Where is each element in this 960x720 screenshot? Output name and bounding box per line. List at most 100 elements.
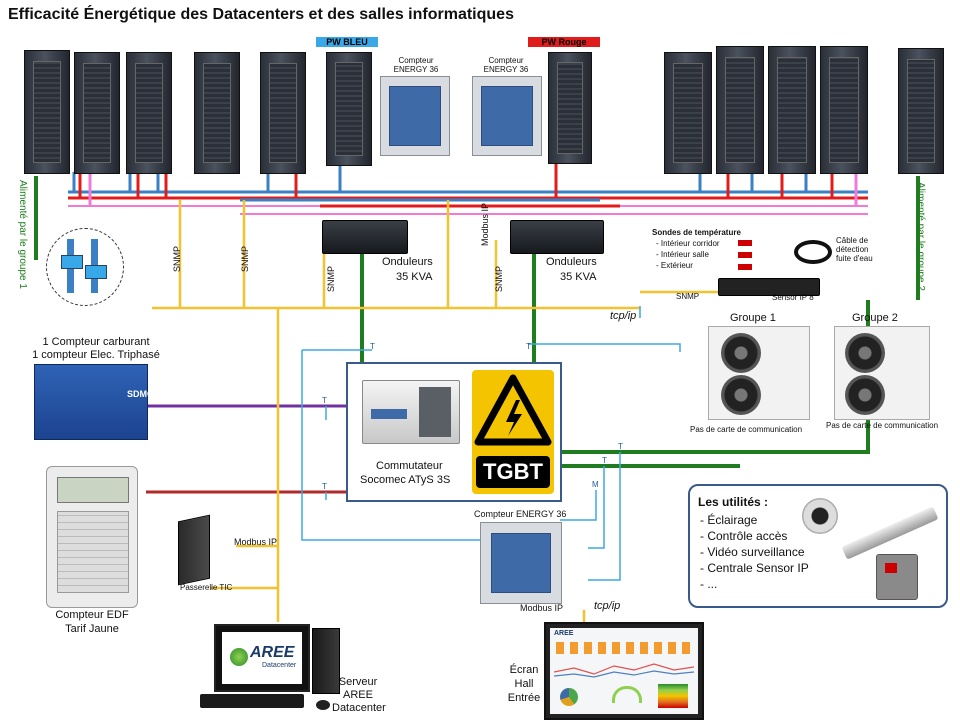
ecran-line2: Hall [514,678,534,690]
modbus-ip-label-bottom: Modbus IP [520,603,564,613]
serveur-line1: Serveur [338,676,378,688]
high-voltage-icon [474,374,552,446]
onduleur-1-kva: 35 KVA [396,271,433,283]
utilites-title: Les utilités : [698,495,769,509]
marker-t-3: T [322,396,327,405]
server-rack-right-3 [768,46,816,174]
keyboard [200,694,304,708]
access-control-icon [876,554,918,600]
aree-logo-sub: Datacenter [262,662,297,669]
tgbt-label: TGBT [476,456,550,488]
modbus-ip-label-left: Modbus IP [234,537,278,547]
utilite-item-4: - Centrale Sensor IP [700,561,809,575]
tgbt-box: TGBT Commutateur Socomec ATyS 3S [346,362,562,502]
server-rack-pw-rouge [548,52,592,164]
server-rack-right-5 [898,48,944,174]
tcpip-label-bottom: tcp/ip [594,600,621,612]
ecran-line-chart-icon [554,663,694,678]
utilite-item-2: - Contrôle accès [700,529,788,543]
snmp-label-3: SNMP [326,265,336,292]
compteur-3-label: Compteur ENERGY 36 [474,509,567,519]
groupe-2-unit [834,326,930,420]
compteur-2-label: Compteur ENERGY 36 [483,56,529,75]
tgbt-panel: TGBT [472,370,554,494]
marker-t-1: T [370,342,375,351]
pw-rouge-badge: PW Rouge [528,37,600,47]
snmp-label-4: SNMP [494,265,504,292]
server-rack-right-4 [820,46,868,174]
carburant-line1: 1 Compteur carburant [42,336,150,348]
passerelle-tic-label: Passerelle TIC [180,583,233,592]
carburant-line2: 1 compteur Elec. Triphasé [32,349,160,361]
compteur-1-label: Compteur ENERGY 36 [393,56,439,75]
sonde-item-2: - Intérieur salle [656,250,709,259]
temp-probe-1 [738,240,752,246]
ecran-line1: Écran [509,664,539,676]
marker-t-4: T [322,482,327,491]
alim-groupe-2-label: Alimenté par le groupe 2 [915,182,926,291]
server-rack-left-2 [74,52,120,174]
onduleur-2-label: Onduleurs [546,256,597,268]
groupe-2-label: Groupe 2 [852,312,898,324]
pw-bleu-badge: PW BLEU [316,37,378,47]
mouse [316,700,330,710]
groupe-electrogene-sdmo: SDMO [34,364,154,440]
server-rack-left-3 [126,52,172,174]
passerelle-tic [178,514,210,586]
light-fixture-icon [841,506,939,560]
sensor-ip-8-label: Sensor IP 8 [772,293,814,302]
marker-m-1: M [592,480,599,489]
onduleur-1 [322,220,408,254]
server-rack-left-4 [194,52,240,174]
groupe-2-no-card: Pas de carte de communication [826,421,939,430]
snmp-label-1: SNMP [172,245,182,272]
serveur-monitor: AREE Datacenter [214,624,310,692]
marker-t-5: T [618,442,623,451]
server-rack-left-1 [24,50,70,174]
server-rack-pw-bleu [326,52,372,166]
utilite-item-5: - ... [700,577,718,591]
compteur-energy-36-3 [480,522,562,604]
temp-probe-2 [738,252,752,258]
compteur-edf-label: Compteur EDF [55,609,129,621]
marker-t-6: T [602,456,607,465]
onduleur-1-label: Onduleurs [382,256,433,268]
utilites-box: Les utilités : - Éclairage - Contrôle ac… [688,484,948,608]
page-title: Efficacité Énergétique des Datacenters e… [8,6,514,23]
groupe-1-label: Groupe 1 [730,312,776,324]
serveur-line3: Datacenter [332,702,386,714]
server-rack-right-2 [716,46,764,174]
commutateur-line1: Commutateur [376,460,443,472]
snmp-label-2: SNMP [240,245,250,272]
sondes-title: Sondes de température [652,228,741,237]
alim-groupe-1-label: Alimenté par le groupe 1 [17,180,28,289]
snmp-label-sensor: SNMP [676,292,700,301]
groupe-1-unit [708,326,810,420]
socomec-atys-switch [362,380,460,444]
compteur-energy-36-1 [380,76,450,156]
ecran-app-name: AREE [554,630,574,637]
server-rack-right-1 [664,52,712,174]
tcpip-label-top: tcp/ip [610,310,637,322]
serveur-tower [312,628,340,694]
onduleur-2-kva: 35 KVA [560,271,597,283]
water-leak-cable [794,240,832,264]
aree-logo: AREE [250,644,295,661]
serveur-line2: AREE [343,689,373,701]
groupe-1-no-card: Pas de carte de communication [690,425,803,434]
cable-label: Câble de détection fuite d'eau [836,236,873,264]
utilite-item-3: - Vidéo surveillance [700,545,805,559]
compteur-energy-36-2 [472,76,542,156]
commutateur-line2: Socomec ATyS 3S [360,474,451,486]
power-strip-zoom [46,228,124,306]
compteur-edf [46,466,138,608]
temp-probe-3 [738,264,752,270]
onduleur-2 [510,220,604,254]
sensor-ip-8 [718,278,820,296]
tarif-jaune-label: Tarif Jaune [65,623,119,635]
ecran-line3: Entrée [507,692,541,704]
utilite-item-1: - Éclairage [700,513,758,527]
sonde-item-1: - Intérieur corridor [656,239,720,248]
modbus-ip-label-top: Modbus IP [480,202,490,246]
ecran-hall-monitor: AREE [544,622,704,720]
